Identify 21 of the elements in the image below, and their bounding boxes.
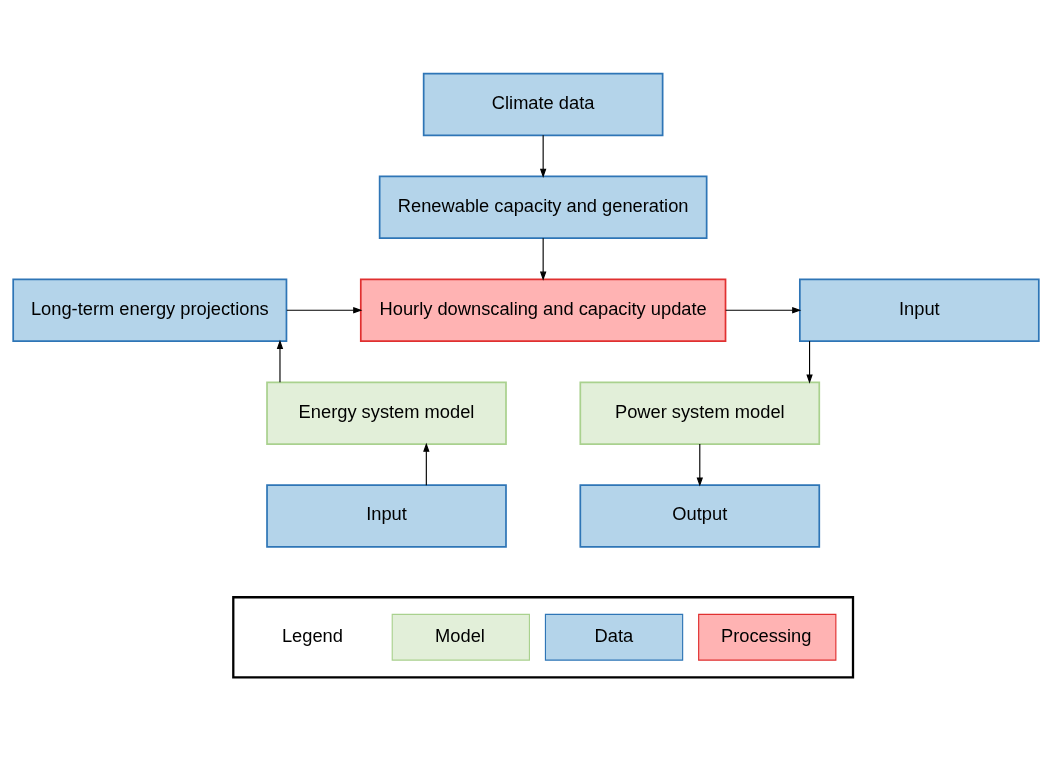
arrow xyxy=(696,443,703,487)
legend-label: Processing xyxy=(720,624,812,646)
arrow xyxy=(276,339,284,383)
arrow xyxy=(539,134,547,178)
node-box: Power system model xyxy=(579,381,821,445)
node-box: Renewable capacity and generation xyxy=(378,175,708,240)
node-box: Climate data xyxy=(422,72,664,137)
arrow xyxy=(806,340,813,384)
label: Legend xyxy=(281,624,343,646)
arrow xyxy=(725,307,802,314)
legend-label: Data xyxy=(594,624,634,646)
node-box: Hourly downscaling and capacity update xyxy=(359,278,727,342)
legend-label: Model xyxy=(435,624,485,646)
node-box: Long-term energy projections xyxy=(12,278,288,342)
node-box: Energy system model xyxy=(266,381,507,445)
arrow xyxy=(423,442,430,486)
node-box: Output xyxy=(579,484,821,548)
arrow xyxy=(539,237,547,281)
node-box: Input xyxy=(266,484,507,548)
node-box: Input xyxy=(799,278,1040,342)
arrow xyxy=(286,307,363,314)
